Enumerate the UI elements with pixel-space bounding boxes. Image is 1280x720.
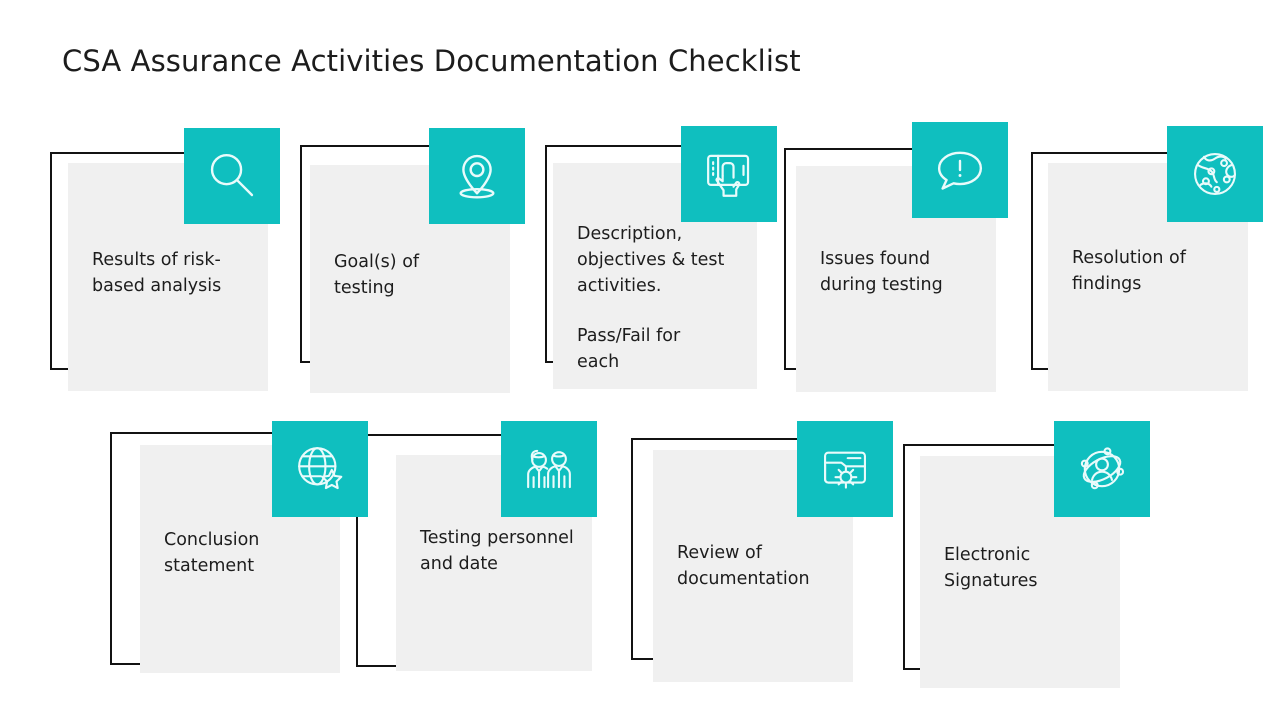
node-label: Issues found during testing <box>820 249 943 295</box>
folder-gear-icon <box>797 421 893 517</box>
two-people-icon <box>501 421 597 517</box>
touchscreen-hand-icon <box>681 126 777 222</box>
person-orbit-icon <box>1054 421 1150 517</box>
node-label: Electronic Signatures <box>944 545 1038 591</box>
node-panel: Issues found during testing <box>796 166 996 392</box>
node-label: Review of documentation <box>677 543 810 589</box>
magnifier-icon <box>184 128 280 224</box>
node-label: Results of risk-based analysis <box>92 250 222 296</box>
globe-star-icon <box>272 421 368 517</box>
node-label: Resolution of findings <box>1072 248 1192 294</box>
node-label-secondary: Pass/Fail for each <box>577 326 686 372</box>
node-label: Conclusion statement <box>164 530 265 576</box>
speech-bubble-alert-icon <box>912 122 1008 218</box>
globe-network-icon <box>1167 126 1263 222</box>
node-label: Goal(s) of testing <box>334 252 425 298</box>
node-label: Testing personnel and date <box>420 528 580 574</box>
page-title: CSA Assurance Activities Documentation C… <box>62 44 801 78</box>
node-label: Description, objectives & test activitie… <box>577 224 730 296</box>
node-panel: Description, objectives & test activitie… <box>553 163 757 389</box>
location-pin-icon <box>429 128 525 224</box>
